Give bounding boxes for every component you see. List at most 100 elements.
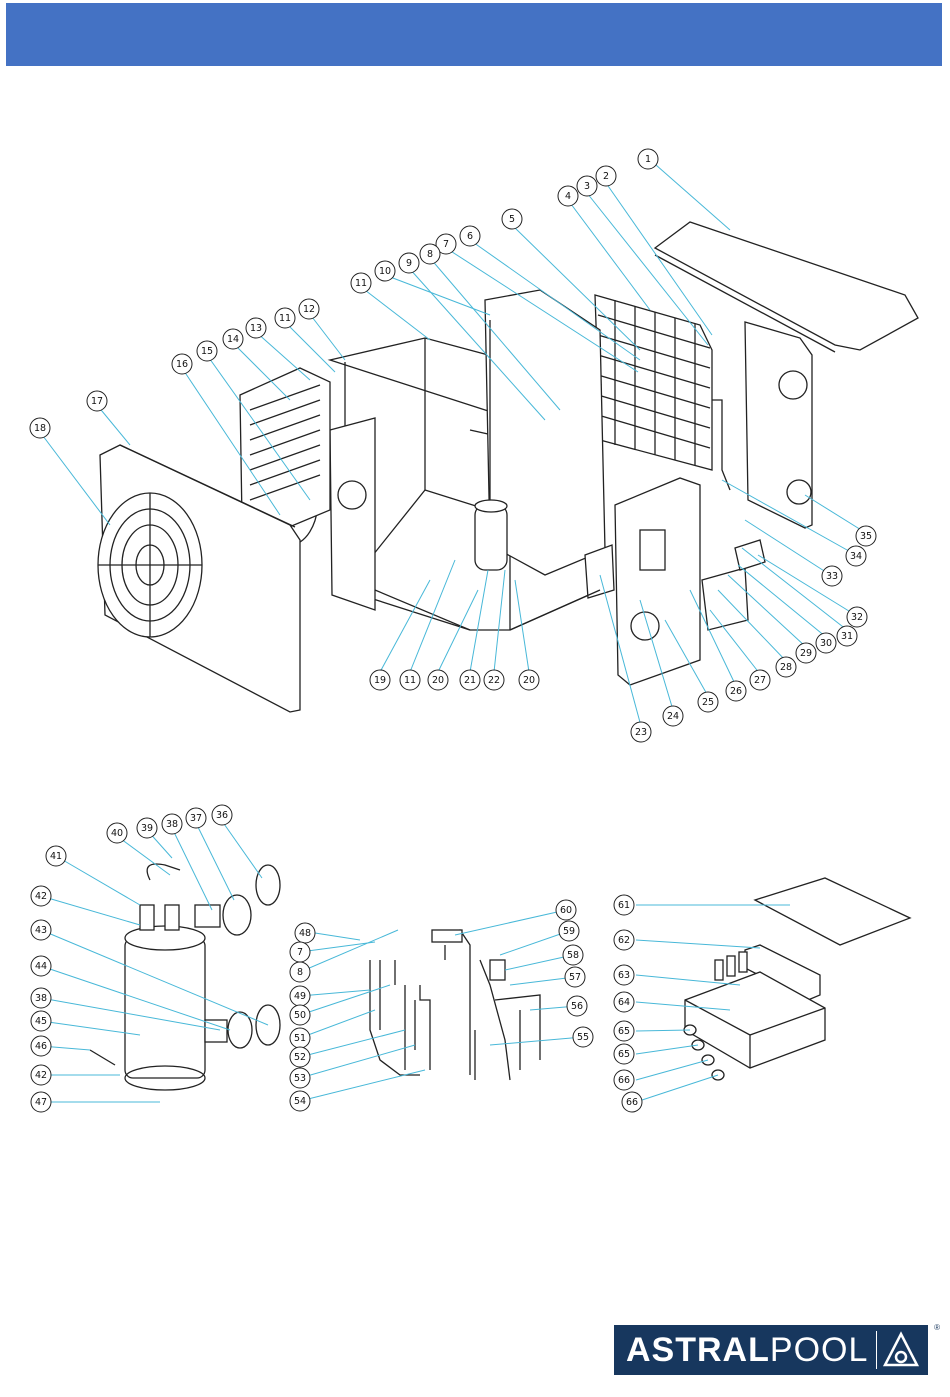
svg-text:23: 23 (635, 727, 647, 738)
callout-46: 46 (31, 1036, 51, 1056)
svg-text:31: 31 (841, 631, 853, 642)
callout-57: 57 (565, 967, 585, 987)
pipe (712, 400, 730, 490)
exploded-parts-diagram: .ln { stroke:#222; stroke-width:1.3; fil… (0, 0, 950, 1320)
svg-text:62: 62 (618, 935, 630, 946)
callout-11c: 11 (400, 670, 420, 690)
svg-text:12: 12 (303, 304, 315, 315)
svg-text:49: 49 (294, 991, 306, 1002)
svg-text:55: 55 (577, 1032, 589, 1043)
callout-36: 36 (212, 805, 232, 825)
svg-text:21: 21 (464, 675, 476, 686)
svg-text:50: 50 (294, 1010, 306, 1021)
callout-22: 22 (484, 670, 504, 690)
svg-text:58: 58 (567, 950, 579, 961)
callout-64: 64 (614, 992, 634, 1012)
svg-text:6: 6 (467, 231, 473, 242)
svg-text:38: 38 (166, 819, 178, 830)
svg-text:20: 20 (432, 675, 444, 686)
callout-58: 58 (563, 945, 583, 965)
callout-39: 39 (137, 818, 157, 838)
svg-text:60: 60 (560, 905, 572, 916)
fan-bracket (330, 418, 375, 610)
callout-65b: 65 (614, 1044, 634, 1064)
callout-24: 24 (663, 706, 683, 726)
controller-box (702, 568, 748, 630)
refrigerant-piping-view (370, 930, 540, 1080)
callout-17: 17 (87, 391, 107, 411)
callout-13: 13 (246, 318, 266, 338)
callout-43: 43 (31, 920, 51, 940)
side-panel (745, 322, 812, 528)
svg-text:65: 65 (618, 1026, 630, 1037)
svg-text:45: 45 (35, 1016, 47, 1027)
svg-text:5: 5 (509, 214, 515, 225)
callout-29: 29 (796, 643, 816, 663)
callout-31: 31 (837, 626, 857, 646)
callout-26: 26 (726, 681, 746, 701)
svg-text:19: 19 (374, 675, 386, 686)
svg-text:13: 13 (250, 323, 262, 334)
svg-text:51: 51 (294, 1033, 306, 1044)
callout-40: 40 (107, 823, 127, 843)
callout-38a: 38 (162, 814, 182, 834)
callout-44: 44 (31, 956, 51, 976)
callout-10: 10 (375, 261, 395, 281)
callout-66a: 66 (614, 1070, 634, 1090)
callout-34: 34 (846, 546, 866, 566)
callout-49: 49 (290, 986, 310, 1006)
svg-text:8: 8 (427, 249, 433, 260)
callout-65a: 65 (614, 1021, 634, 1041)
svg-text:42: 42 (35, 1070, 47, 1081)
svg-text:34: 34 (850, 551, 862, 562)
callout-38b: 38 (31, 988, 51, 1008)
svg-text:47: 47 (35, 1097, 47, 1108)
svg-text:16: 16 (176, 359, 188, 370)
svg-text:41: 41 (50, 851, 62, 862)
callout-62: 62 (614, 930, 634, 950)
svg-text:65: 65 (618, 1049, 630, 1060)
svg-text:61: 61 (618, 900, 630, 911)
svg-text:11: 11 (355, 278, 367, 289)
svg-text:26: 26 (730, 686, 742, 697)
astralpool-logo: ASTRALPOOL ® (614, 1325, 928, 1375)
callout-37: 37 (186, 808, 206, 828)
svg-text:36: 36 (216, 810, 228, 821)
svg-text:24: 24 (667, 711, 679, 722)
logo-separator (876, 1331, 877, 1369)
callout-53: 53 (290, 1068, 310, 1088)
callout-5: 5 (502, 209, 522, 229)
callout-32: 32 (847, 607, 867, 627)
callout-2: 2 (596, 166, 616, 186)
fan-guard (98, 493, 202, 637)
callout-59: 59 (559, 921, 579, 941)
callout-12: 12 (299, 299, 319, 319)
svg-text:40: 40 (111, 828, 123, 839)
display-module (735, 540, 765, 570)
callout-4: 4 (558, 186, 578, 206)
svg-text:39: 39 (141, 823, 153, 834)
svg-text:25: 25 (702, 697, 714, 708)
svg-text:56: 56 (571, 1001, 583, 1012)
svg-text:1: 1 (645, 154, 651, 165)
compressor (475, 500, 507, 570)
callout-11b: 11 (275, 308, 295, 328)
svg-text:29: 29 (800, 648, 812, 659)
callout-16: 16 (172, 354, 192, 374)
svg-text:32: 32 (851, 612, 863, 623)
callout-55: 55 (573, 1027, 593, 1047)
svg-text:63: 63 (618, 970, 630, 981)
callout-45: 45 (31, 1011, 51, 1031)
callout-8: 8 (420, 244, 440, 264)
svg-text:4: 4 (565, 191, 571, 202)
svg-text:8: 8 (297, 967, 303, 978)
svg-text:54: 54 (294, 1096, 306, 1107)
callout-60: 60 (556, 900, 576, 920)
svg-text:42: 42 (35, 891, 47, 902)
main-unit-exploded-view (98, 222, 918, 712)
callout-66b: 66 (622, 1092, 642, 1112)
callout-41: 41 (46, 846, 66, 866)
svg-text:18: 18 (34, 423, 46, 434)
service-panel (615, 478, 700, 685)
svg-text:20: 20 (523, 675, 535, 686)
